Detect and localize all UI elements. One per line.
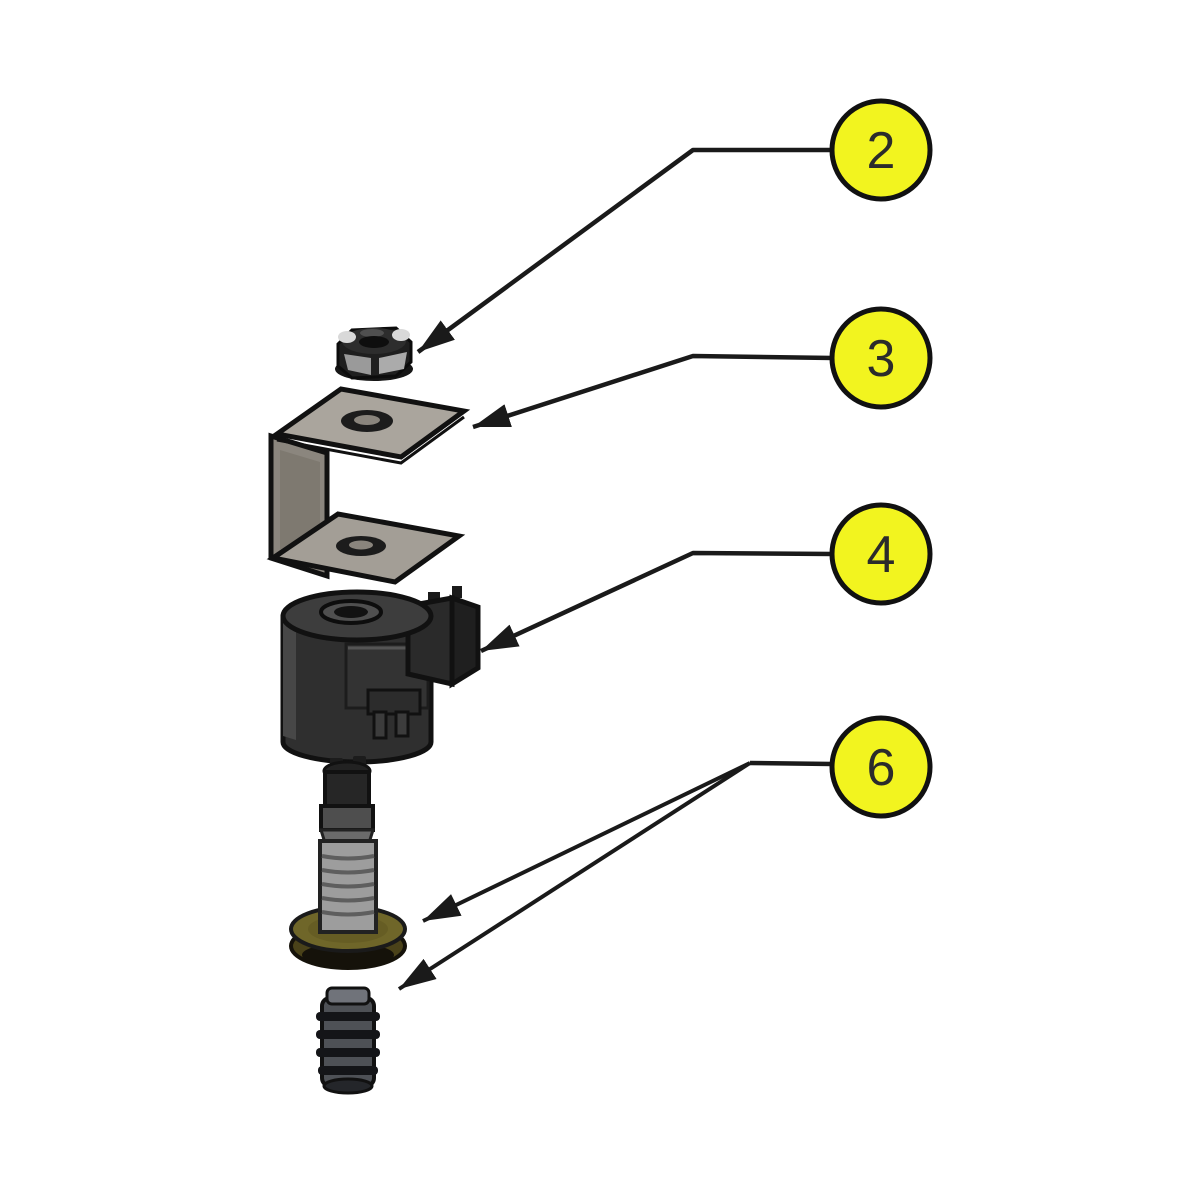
part-mounting-bracket-icon [266, 386, 471, 585]
callouts: 2 3 4 6 [829, 98, 933, 819]
nut-facet-left [344, 354, 371, 375]
coil-left-highlight [283, 622, 296, 740]
nut-corner-highlight-left [338, 331, 356, 343]
callout-4: 4 [829, 502, 933, 606]
leader-line-callout-3 [472, 353, 834, 430]
bracket-top-hole-inner [354, 415, 380, 425]
coil-terminal-base [366, 688, 422, 716]
coil-terminal-prong-left [372, 710, 388, 740]
callout-2-number: 2 [867, 122, 896, 180]
part-threaded-insert-icon [316, 986, 380, 1095]
leader-line-callout-2 [416, 147, 833, 354]
plug-top-cap [325, 986, 371, 1006]
callout-6-number: 6 [867, 739, 896, 797]
stem-thread-line [321, 882, 375, 889]
callout-6-balloon [829, 715, 933, 819]
callout-2-balloon [829, 98, 933, 202]
part-hex-nut-icon [335, 326, 413, 381]
callout-6: 6 [829, 715, 933, 819]
nut-facet-right [379, 352, 407, 374]
plug-bottom-edge [322, 1077, 374, 1095]
plug-thread-rib [316, 1048, 380, 1057]
coil-terminal-prong-right [394, 710, 410, 738]
callout-4-balloon [829, 502, 933, 606]
bracket-bottom-hole-inner [349, 540, 373, 550]
nut-bore [359, 336, 389, 348]
stem-thread-line [321, 910, 375, 917]
callout-3-balloon [829, 306, 933, 410]
callout-2: 2 [829, 98, 933, 202]
connector-tab-small [428, 592, 440, 602]
nut-top-glint [360, 329, 384, 337]
callout-4-number: 4 [867, 526, 896, 584]
leader-line-callout-6-insert [397, 761, 752, 991]
stem-cap-body [323, 770, 371, 808]
connector-block-side [449, 594, 481, 689]
stem-collar [319, 804, 375, 832]
bracket-top-plate-thickness-edge [276, 415, 465, 465]
coil-top-hole [334, 606, 368, 618]
plug-thread-rib [316, 1012, 380, 1021]
nut-corner-highlight-right [392, 329, 410, 341]
stem-thread-line [321, 896, 375, 903]
leader-line-callout-6-washer [422, 761, 751, 923]
stem-thread-line [321, 854, 375, 861]
plug-thread-rib [318, 1066, 378, 1075]
leader-stub-callout-6 [749, 760, 833, 767]
plug-thread-rib [316, 1030, 380, 1039]
leader-lines [397, 147, 834, 991]
part-valve-stem-icon [289, 756, 407, 970]
callout-3-number: 3 [867, 330, 896, 388]
callout-3: 3 [829, 306, 933, 410]
leader-line-callout-4 [480, 550, 834, 654]
stem-thread-line [321, 868, 375, 875]
connector-tab-tall [452, 586, 462, 598]
